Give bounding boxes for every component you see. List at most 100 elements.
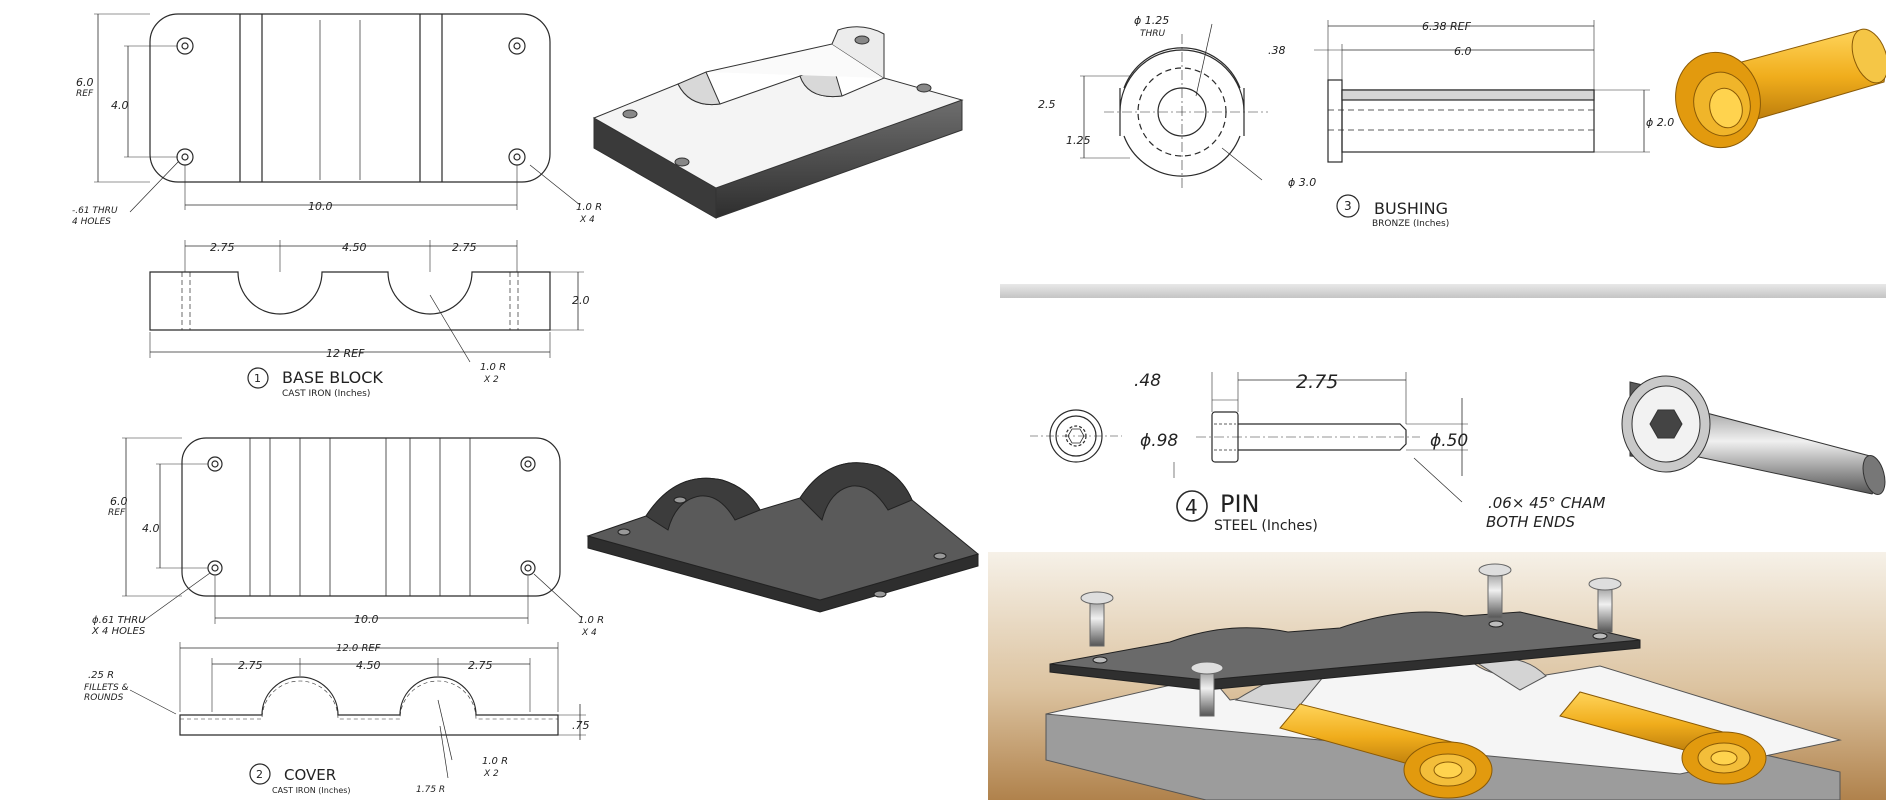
base-block-dim-a: 2.75 <box>210 241 235 254</box>
assembly-pin <box>1190 661 1224 717</box>
pin-item-number: 4 <box>1185 495 1198 519</box>
cover-dim-hole-v: 4.0 <box>142 522 160 535</box>
cover-fillet-note: FILLETS & <box>84 683 129 693</box>
bushing-material: BRONZE (Inches) <box>1372 219 1449 229</box>
cover-dim-height: 6.0 <box>110 495 128 508</box>
base-block-labels: 6.0 REF 4.0 10.0 -.61 THRU 4 HOLES 1.0 R… <box>72 76 602 399</box>
pin-drawing <box>1030 372 1468 522</box>
base-block-hole <box>176 148 194 166</box>
pin-dim-head: .48 <box>1134 371 1161 391</box>
cover-drawing <box>122 437 586 785</box>
base-block-dim-b: 4.50 <box>342 241 367 254</box>
cover-item-balloon <box>249 763 271 785</box>
bushing-item-number: 3 <box>1344 199 1352 213</box>
cover-corner-radius: 1.0 R <box>578 615 604 626</box>
cover-labels: 6.0 REF 4.0 10.0 ϕ.61 THRU X 4 HOLES 1.0… <box>84 495 604 795</box>
cover-dim-c: 2.75 <box>468 659 493 672</box>
base-block-hole <box>176 37 194 55</box>
base-block-groove-radius: X 2 <box>483 375 499 385</box>
cover-hole <box>520 560 536 576</box>
pin-labels: .48 2.75 ϕ.98 ϕ.50 .06× 45° CHAM BOTH EN… <box>1134 371 1606 534</box>
base-block-hole-note: 4 HOLES <box>72 217 111 227</box>
base-block-dim-hole-h: 10.0 <box>308 200 333 213</box>
base-block-title: BASE BLOCK <box>282 368 383 387</box>
cover-item-number: 2 <box>256 768 263 781</box>
pin-title: PIN <box>1220 490 1260 518</box>
base-block-hole-note: -.61 THRU <box>72 206 118 216</box>
bushing-3d-model <box>1675 28 1886 149</box>
cover-3d-model <box>586 462 980 613</box>
cover-hole <box>207 560 223 576</box>
base-block-item-balloon <box>247 367 269 389</box>
base-block-groove-radius: 1.0 R <box>480 362 506 373</box>
base-block-drawing <box>94 13 584 389</box>
bushing-drawing <box>1080 20 1650 218</box>
assembly-bushing <box>1559 691 1767 785</box>
cover-title: COVER <box>284 766 336 784</box>
cover-top-view <box>181 437 561 597</box>
pin-chamfer-note: BOTH ENDS <box>1486 513 1576 531</box>
bushing-labels: ϕ 1.25 THRU 2.5 1.25 ϕ 3.0 .38 6.38 REF … <box>1038 14 1674 229</box>
cover-arch-radius: 1.0 R <box>482 756 508 767</box>
bushing-flange-dia: ϕ 3.0 <box>1288 176 1316 189</box>
base-block-hole <box>508 148 526 166</box>
pin-material: STEEL (Inches) <box>1214 518 1318 534</box>
base-block-dim-height-tag: REF <box>76 89 94 99</box>
base-block-front-view <box>149 271 551 331</box>
bushing-bore-dia: ϕ 1.25 <box>1134 14 1169 27</box>
pin-shank <box>1238 423 1407 451</box>
bushing-dim-overall: 6.38 REF <box>1422 20 1472 33</box>
bushing-flange <box>1327 79 1343 163</box>
bushing-title: BUSHING <box>1374 199 1448 218</box>
cover-material: CAST IRON (Inches) <box>272 786 351 795</box>
pin-chamfer-note: .06× 45° CHAM <box>1488 494 1606 512</box>
cover-hole <box>520 456 536 472</box>
assembly-pin <box>1588 577 1622 633</box>
pin-dim-shank-dia: ϕ.50 <box>1430 431 1468 451</box>
cover-dim-thick: .75 <box>572 719 590 732</box>
bushing-dim-flange: .38 <box>1268 44 1286 57</box>
cover-dim-a: 2.75 <box>238 659 263 672</box>
assembly-pin <box>1478 563 1512 619</box>
base-block-top-view <box>149 13 551 183</box>
section-divider <box>1000 284 1886 298</box>
cover-dim-height-tag: REF <box>108 508 126 518</box>
cover-hole <box>207 456 223 472</box>
cover-corner-radius: X 4 <box>581 628 597 638</box>
assembly-bushing <box>1279 703 1493 799</box>
base-block-corner-radius: 1.0 R <box>576 202 602 213</box>
base-block-hole <box>508 37 526 55</box>
base-block-material: CAST IRON (Inches) <box>282 389 370 399</box>
cover-hole-note: ϕ.61 THRU <box>92 615 146 626</box>
base-block-dim-c: 2.75 <box>452 241 477 254</box>
base-block-3d-model <box>592 26 964 219</box>
assembly-view <box>988 552 1886 801</box>
cover-arch-radius-2: 1.75 R <box>416 785 445 795</box>
pin-dim-length: 2.75 <box>1296 371 1338 393</box>
bushing-dim-height: 2.5 <box>1038 98 1056 111</box>
base-block-dim-thick: 2.0 <box>572 294 590 307</box>
cover-arch-radius: X 2 <box>483 769 499 779</box>
base-block-dim-length: 12 REF <box>326 347 365 360</box>
base-block-item-number: 1 <box>254 372 261 385</box>
bushing-dim-body: 6.0 <box>1454 45 1472 58</box>
bushing-item-balloon <box>1336 194 1360 218</box>
bushing-dim-outer-dia: ϕ 2.0 <box>1646 116 1674 129</box>
bushing-bore-thru: THRU <box>1140 29 1166 39</box>
cover-dim-b: 4.50 <box>356 659 381 672</box>
cover-fillet-note: ROUNDS <box>84 693 124 703</box>
pin-dim-head-dia: ϕ.98 <box>1140 431 1178 451</box>
assembly-pin <box>1080 591 1114 647</box>
base-block-corner-radius: X 4 <box>579 215 595 225</box>
base-block-dim-height: 6.0 <box>76 76 94 89</box>
cover-dim-hole-h: 10.0 <box>354 613 379 626</box>
bushing-dim-center: 1.25 <box>1066 134 1091 147</box>
cover-hole-note: X 4 HOLES <box>91 626 146 637</box>
cover-front-view <box>179 676 559 736</box>
pin-item-balloon <box>1176 490 1208 522</box>
base-block-dim-hole-v: 4.0 <box>111 99 129 112</box>
cover-fillet-note: .25 R <box>88 670 114 681</box>
cover-dim-length: 12.0 REF <box>336 643 381 654</box>
